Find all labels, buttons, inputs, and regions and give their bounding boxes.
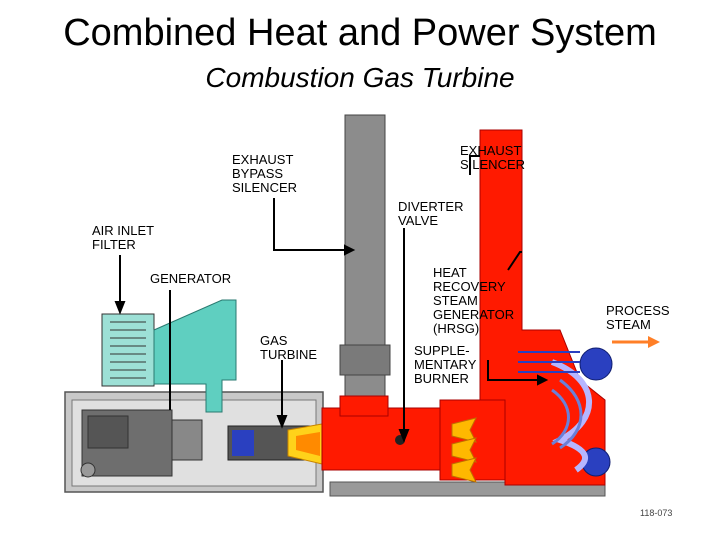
generator-label: GENERATOR	[150, 272, 231, 286]
generator-panel	[87, 415, 129, 449]
label-line: SUPPLE-	[414, 343, 470, 358]
label-line: GENERATOR	[433, 307, 515, 322]
exhaust-bypass-silencer-label: EXHAUST BYPASS SILENCER	[232, 153, 297, 195]
label-line: FILTER	[92, 237, 136, 252]
label-line: STEAM	[433, 293, 478, 308]
exhaust-duct	[321, 407, 443, 471]
hrsg-body	[479, 129, 606, 486]
label-line: RECOVERY	[433, 279, 506, 294]
hrsg-label: HEAT RECOVERY STEAM GENERATOR (HRSG)	[433, 266, 514, 336]
label-line: EXHAUST	[232, 152, 294, 167]
process-steam-label: PROCESS STEAM	[606, 304, 670, 332]
leader-bypass-silencer	[273, 198, 345, 251]
steam-drum	[579, 347, 613, 381]
label-line: TURBINE	[260, 347, 318, 362]
label-line: GENERATOR	[150, 271, 232, 286]
figure-code: 118-073	[640, 508, 673, 518]
label-line: BYPASS	[232, 166, 284, 181]
leader-lines	[114, 155, 549, 443]
exhaust-silencer-label: EXHAUST SILENCER	[460, 144, 525, 172]
combustor-core	[296, 432, 320, 456]
air-inlet-filter-box	[101, 313, 155, 387]
label-line: HEAT	[433, 265, 467, 280]
diverter-housing	[339, 395, 389, 417]
label-line: SILENCER	[460, 157, 526, 172]
label-line: STEAM	[606, 317, 651, 332]
process-steam-arrow-icon	[648, 336, 660, 348]
label-line: AIR INLET	[92, 223, 155, 238]
stack-collar	[339, 344, 391, 376]
label-line: EXHAUST	[460, 143, 522, 158]
supplementary-burner-label: SUPPLE- MENTARY BURNER	[414, 344, 476, 386]
gas-turbine-label: GAS TURBINE	[260, 334, 317, 362]
page-subtitle: Combustion Gas Turbine	[205, 62, 515, 93]
diverter-valve-label: DIVERTER VALVE	[398, 200, 464, 228]
gearbox	[171, 419, 203, 461]
label-line: (HRSG)	[433, 321, 480, 336]
compressor-section	[232, 430, 254, 456]
label-line: VALVE	[398, 213, 438, 228]
page-title: Combined Heat and Power System	[63, 12, 657, 54]
label-line: GAS	[260, 333, 288, 348]
label-line: SILENCER	[232, 180, 298, 195]
air-inlet-filter-label: AIR INLET FILTER	[92, 224, 154, 252]
label-line: PROCESS	[606, 303, 670, 318]
label-line: DIVERTER	[398, 199, 464, 214]
inlet-duct	[153, 299, 237, 413]
generator-foot	[80, 462, 96, 478]
label-line: BURNER	[414, 371, 469, 386]
label-line: MENTARY	[414, 357, 477, 372]
